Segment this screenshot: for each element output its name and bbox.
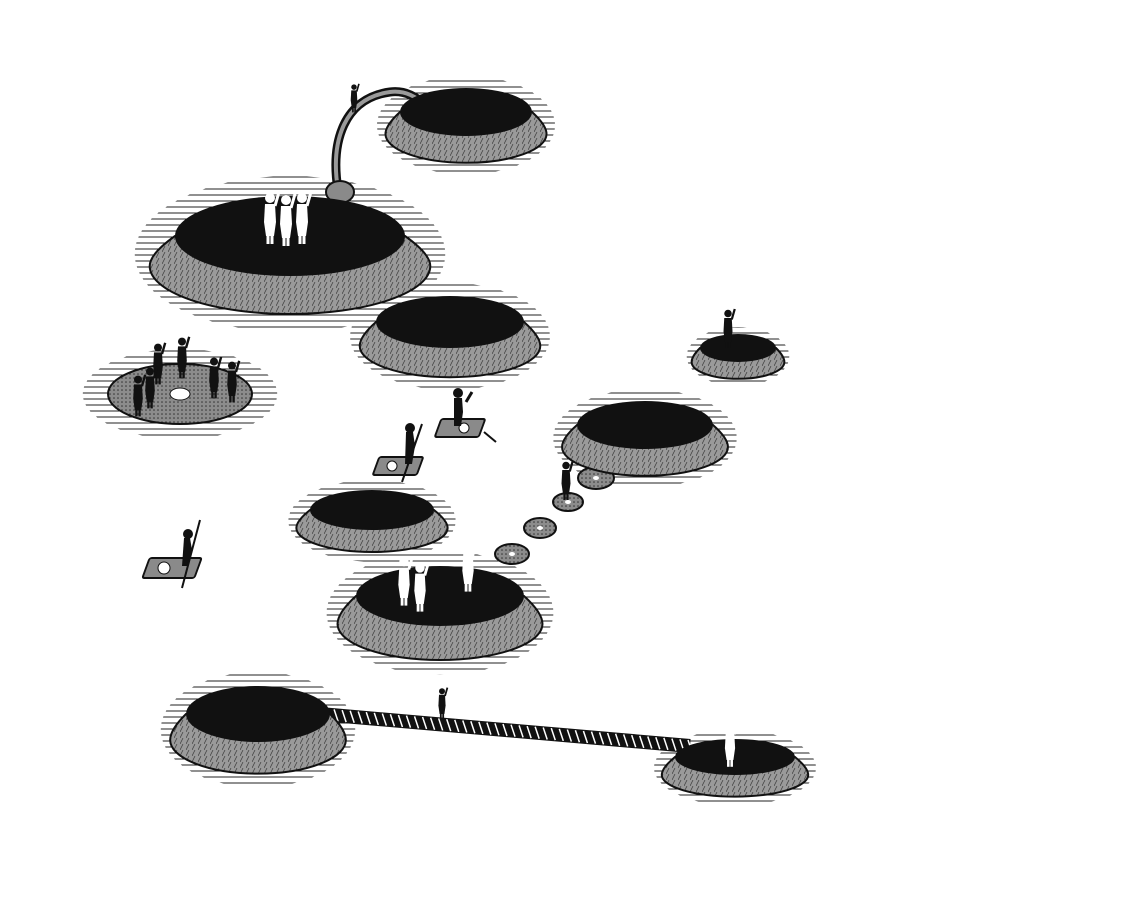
bridge-plank xyxy=(365,711,371,725)
white-figure-5 xyxy=(414,561,430,612)
bridge-plank xyxy=(373,712,380,726)
bridge-plank xyxy=(454,719,460,733)
white-figure-1 xyxy=(264,191,281,244)
raft-with-rower-center xyxy=(372,423,424,483)
island-right-center-top xyxy=(577,401,713,449)
bridge-plank xyxy=(614,733,621,746)
bridge-plank xyxy=(598,732,605,745)
dark-figure-5 xyxy=(145,366,159,409)
stepping-stone-hole-1 xyxy=(593,476,599,480)
bridge-plank xyxy=(671,738,677,751)
stepping-stone-hole-3 xyxy=(537,526,543,530)
bridge-plank xyxy=(413,716,420,729)
bridge-plank xyxy=(526,725,532,739)
bridge-plank xyxy=(655,736,661,750)
small-island-right xyxy=(690,334,786,380)
bridge-plank xyxy=(381,713,388,726)
white-figure-4 xyxy=(398,555,414,606)
bridge-plank xyxy=(606,732,613,746)
island-right-center xyxy=(561,401,729,477)
dark-figure-3 xyxy=(209,356,223,399)
bridge-plank xyxy=(437,718,444,731)
bridge-plank xyxy=(647,736,653,749)
dark-figure-2 xyxy=(177,336,191,379)
bridge-plank xyxy=(630,734,637,748)
plank-bridge xyxy=(317,707,693,753)
small-island-right-top xyxy=(700,334,776,362)
bridge-plank xyxy=(462,720,468,733)
dark-figure-6 xyxy=(133,374,147,417)
small-island-center-left-top xyxy=(310,490,434,530)
island-center-lower xyxy=(336,566,544,661)
bridge-plank xyxy=(574,730,581,743)
bridge-plank xyxy=(550,727,556,741)
bridge-plank xyxy=(429,717,436,730)
bridge-plank xyxy=(558,728,565,742)
figures xyxy=(133,83,739,767)
white-figure-waving xyxy=(724,722,739,767)
bridge-plank xyxy=(542,727,548,740)
bridge-plank xyxy=(518,725,524,738)
island-bottom-right xyxy=(660,739,810,798)
middle-empty-island-top xyxy=(376,296,524,348)
island-bottom-right-top xyxy=(675,739,795,775)
figure-on-pipe xyxy=(350,83,360,113)
bridge-plank xyxy=(534,726,540,740)
dark-figure-right-island xyxy=(723,308,736,348)
bridge-plank xyxy=(486,722,492,735)
bridge-plank xyxy=(470,720,476,734)
bridge-plank xyxy=(405,715,412,728)
stepping-stone-hole-4 xyxy=(509,552,515,556)
bridge-plank xyxy=(421,716,428,730)
island-center-lower-top xyxy=(356,566,524,626)
bridge-plank xyxy=(357,711,363,724)
island-bottom-left xyxy=(169,686,347,775)
raft-with-figure-center-right xyxy=(434,388,497,443)
bridge-plank xyxy=(341,709,347,723)
bridge-plank xyxy=(494,723,500,736)
figure-on-stepping-stone xyxy=(561,460,574,500)
bridge-plank xyxy=(622,734,629,747)
bridge-plank xyxy=(566,729,573,742)
bridge-plank xyxy=(478,721,484,735)
bridge-plank xyxy=(389,714,396,727)
bridge-plank xyxy=(582,730,589,744)
island-bottom-left-top xyxy=(186,686,330,742)
bridge-plank xyxy=(397,714,404,728)
top-small-island xyxy=(384,88,548,164)
raft-with-rower-left xyxy=(141,519,203,589)
white-figure-3 xyxy=(296,191,313,244)
flat-disc-island-left-record-label xyxy=(169,387,191,401)
bridge-plank xyxy=(639,735,645,749)
islands xyxy=(107,88,810,798)
bridge-plank xyxy=(333,709,339,722)
small-island-center-left xyxy=(295,490,449,553)
top-small-island-top xyxy=(400,88,532,136)
dark-figure-4 xyxy=(227,360,241,403)
middle-empty-island xyxy=(358,296,542,379)
bridge-plank xyxy=(502,723,508,737)
bridge-plank xyxy=(663,737,669,751)
white-figure-6 xyxy=(462,541,478,592)
white-figure-2 xyxy=(280,193,297,246)
bridge-plank xyxy=(590,731,597,744)
bridge-plank xyxy=(349,710,355,724)
stepping-stone-hole-2 xyxy=(565,500,571,504)
stepping-stone-records xyxy=(494,466,615,565)
rafts xyxy=(141,388,497,589)
bridge-plank xyxy=(445,718,452,732)
bridge-plank xyxy=(510,724,516,737)
figure-on-bridge xyxy=(438,687,449,719)
